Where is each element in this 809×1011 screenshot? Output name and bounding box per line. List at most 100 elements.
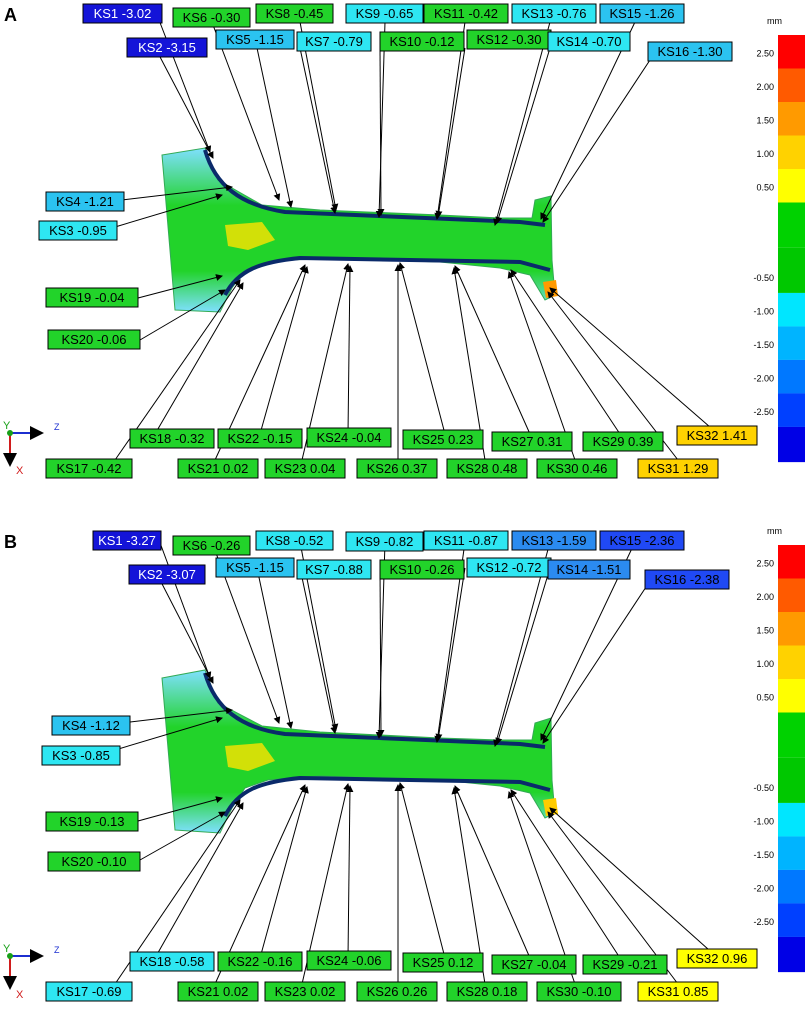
label-ks22[interactable]: KS22 -0.15	[217, 428, 303, 449]
label-ks17[interactable]: KS17 -0.42	[45, 458, 133, 479]
label-text: KS25 0.12	[413, 955, 474, 970]
label-ks8[interactable]: KS8 -0.45	[255, 3, 334, 24]
label-ks4[interactable]: KS4 -1.12	[51, 715, 131, 736]
label-text: KS6 -0.26	[183, 538, 241, 553]
scale-band	[778, 169, 805, 203]
label-text: KS31 1.29	[648, 461, 709, 476]
label-box	[82, 3, 163, 24]
label-ks27[interactable]: KS27 -0.04	[491, 954, 577, 975]
label-ks26[interactable]: KS26 0.26	[356, 981, 438, 1002]
label-ks29[interactable]: KS29 0.39	[582, 431, 664, 452]
panel-b: B	[3, 526, 805, 1002]
label-box	[38, 220, 118, 241]
label-ks4[interactable]: KS4 -1.21	[45, 191, 125, 212]
label-ks22[interactable]: KS22 -0.16	[217, 951, 303, 972]
label-ks14[interactable]: KS14 -1.51	[547, 559, 631, 580]
scale-band	[778, 393, 805, 427]
scale-band	[778, 578, 805, 612]
label-ks21[interactable]: KS21 0.02	[177, 981, 259, 1002]
label-text: KS14 -0.70	[556, 34, 621, 49]
label-ks12[interactable]: KS12 -0.72	[466, 557, 552, 578]
scale-tick-label: 2.50	[756, 49, 774, 59]
label-ks1[interactable]: KS1 -3.02	[82, 3, 163, 24]
axis-triad: Y X Z	[3, 943, 60, 1001]
label-ks32[interactable]: KS32 1.41	[676, 425, 758, 446]
label-ks32[interactable]: KS32 0.96	[676, 948, 758, 969]
label-ks31[interactable]: KS31 1.29	[637, 458, 719, 479]
label-box	[599, 530, 685, 551]
label-box	[41, 745, 121, 766]
label-ks10[interactable]: KS10 -0.12	[379, 31, 465, 52]
label-ks6[interactable]: KS6 -0.30	[172, 7, 251, 28]
label-ks3[interactable]: KS3 -0.95	[38, 220, 118, 241]
label-ks19[interactable]: KS19 -0.13	[45, 811, 139, 832]
label-ks20[interactable]: KS20 -0.06	[47, 329, 141, 350]
scale-tick-label: -2.00	[753, 883, 774, 893]
label-ks15[interactable]: KS15 -2.36	[599, 530, 685, 551]
label-ks20[interactable]: KS20 -0.10	[47, 851, 141, 872]
label-ks15[interactable]: KS15 -1.26	[599, 3, 685, 24]
scale-band	[778, 326, 805, 360]
label-ks10[interactable]: KS10 -0.26	[379, 559, 465, 580]
label-ks2[interactable]: KS2 -3.15	[126, 37, 208, 58]
label-ks7[interactable]: KS7 -0.79	[296, 31, 372, 52]
part-lower-crease	[223, 255, 551, 296]
label-ks13[interactable]: KS13 -0.76	[511, 3, 597, 24]
label-ks23[interactable]: KS23 0.02	[264, 981, 346, 1002]
color-scale: mm2.502.001.501.000.50-0.50-1.00-1.50-2.…	[753, 16, 805, 463]
label-ks11[interactable]: KS11 -0.87	[423, 530, 509, 551]
label-ks23[interactable]: KS23 0.04	[264, 458, 346, 479]
label-ks29[interactable]: KS29 -0.21	[582, 954, 668, 975]
label-ks28[interactable]: KS28 0.48	[446, 458, 528, 479]
label-box	[676, 425, 758, 446]
scale-tick-label: -0.50	[753, 783, 774, 793]
value-labels: KS1 -3.02 KS2 -3.15 KS3 -0.95 KS4 -1.21 …	[38, 3, 758, 479]
label-ks24[interactable]: KS24 -0.06	[306, 950, 392, 971]
label-ks25[interactable]: KS25 0.23	[402, 429, 484, 450]
label-ks18[interactable]: KS18 -0.58	[129, 951, 215, 972]
label-ks24[interactable]: KS24 -0.04	[306, 427, 392, 448]
car-part	[161, 147, 558, 313]
label-text: KS19 -0.04	[59, 290, 124, 305]
label-ks16[interactable]: KS16 -2.38	[644, 569, 730, 590]
label-ks9[interactable]: KS9 -0.82	[345, 531, 424, 552]
label-text: KS30 0.46	[547, 461, 608, 476]
label-text: KS29 0.39	[593, 434, 654, 449]
label-ks26[interactable]: KS26 0.37	[356, 458, 438, 479]
label-ks17[interactable]: KS17 -0.69	[45, 981, 133, 1002]
axis-label-z: Z	[54, 945, 60, 955]
label-ks28[interactable]: KS28 0.18	[446, 981, 528, 1002]
label-ks5[interactable]: KS5 -1.15	[215, 29, 295, 50]
label-text: KS6 -0.30	[183, 10, 241, 25]
label-ks19[interactable]: KS19 -0.04	[45, 287, 139, 308]
label-ks31[interactable]: KS31 0.85	[637, 981, 719, 1002]
scale-tick-label: 1.00	[756, 659, 774, 669]
label-ks12[interactable]: KS12 -0.30	[466, 29, 552, 50]
car-part	[161, 669, 558, 834]
label-ks2[interactable]: KS2 -3.07	[128, 564, 206, 585]
label-ks7[interactable]: KS7 -0.88	[296, 559, 372, 580]
label-ks30[interactable]: KS30 0.46	[536, 458, 618, 479]
label-text: KS17 -0.42	[56, 461, 121, 476]
label-ks6[interactable]: KS6 -0.26	[172, 535, 251, 556]
label-ks16[interactable]: KS16 -1.30	[647, 41, 733, 62]
label-ks30[interactable]: KS30 -0.10	[536, 981, 622, 1002]
label-ks14[interactable]: KS14 -0.70	[547, 31, 631, 52]
label-ks11[interactable]: KS11 -0.42	[423, 3, 509, 24]
label-text: KS24 -0.04	[316, 430, 381, 445]
label-ks5[interactable]: KS5 -1.15	[215, 557, 295, 578]
label-ks27[interactable]: KS27 0.31	[491, 431, 573, 452]
label-ks8[interactable]: KS8 -0.52	[255, 530, 334, 551]
label-box	[172, 535, 251, 556]
label-ks18[interactable]: KS18 -0.32	[129, 428, 215, 449]
scale-tick-label: -1.00	[753, 816, 774, 826]
label-box	[637, 458, 719, 479]
label-ks25[interactable]: KS25 0.12	[402, 952, 484, 973]
label-ks3[interactable]: KS3 -0.85	[41, 745, 121, 766]
label-ks13[interactable]: KS13 -1.59	[511, 530, 597, 551]
label-ks1[interactable]: KS1 -3.27	[92, 530, 162, 551]
label-ks21[interactable]: KS21 0.02	[177, 458, 259, 479]
label-text: KS28 0.18	[457, 984, 518, 999]
label-box	[345, 531, 424, 552]
label-ks9[interactable]: KS9 -0.65	[345, 3, 424, 24]
